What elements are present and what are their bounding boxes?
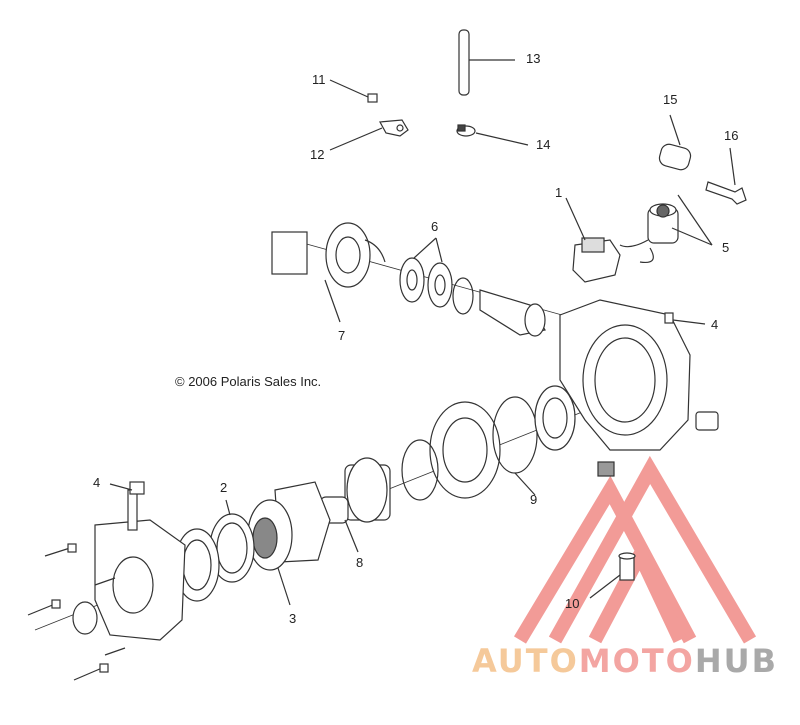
callout-12: 12 xyxy=(310,147,325,162)
part-8-cage xyxy=(319,439,439,553)
part-13-tube xyxy=(458,29,515,96)
part-1-actuator xyxy=(565,197,621,283)
part-14-clamp xyxy=(456,124,529,146)
main-housing xyxy=(559,299,719,451)
callout-9: 9 xyxy=(530,492,538,507)
callout-13: 13 xyxy=(526,51,541,66)
callout-6: 6 xyxy=(431,219,439,234)
callout-11: 11 xyxy=(312,72,326,87)
part-11-bolt xyxy=(329,79,378,103)
part-15-bushing xyxy=(658,114,692,171)
callout-8: 8 xyxy=(356,555,364,570)
callout-14: 14 xyxy=(536,137,551,152)
watermark-logo xyxy=(513,455,757,644)
part-16-bolt xyxy=(705,147,747,205)
callout-4-lower: 4 xyxy=(93,475,101,490)
part-12-bracket xyxy=(329,119,409,151)
part-5-reservoir xyxy=(619,194,713,264)
callout-2: 2 xyxy=(220,480,228,495)
part-10-plug xyxy=(589,461,636,599)
callout-10: 10 xyxy=(565,596,580,611)
part-4-screw-upper xyxy=(664,312,706,325)
left-screws xyxy=(27,543,126,681)
callout-4-upper: 4 xyxy=(711,317,719,332)
part-6-discs xyxy=(399,237,474,315)
part-9-gear xyxy=(429,385,576,499)
part-3-clutch xyxy=(247,481,331,606)
callout-7: 7 xyxy=(338,328,346,343)
brand-part-moto: MOTO xyxy=(578,642,695,680)
callout-16: 16 xyxy=(724,128,739,143)
callout-15: 15 xyxy=(663,92,678,107)
brand-part-hub: HUB xyxy=(694,642,779,680)
brand-part-auto: AUTO xyxy=(472,642,579,680)
callout-3: 3 xyxy=(289,611,297,626)
part-2-seals xyxy=(174,499,255,602)
callout-1: 1 xyxy=(555,185,563,200)
watermark-brand: AUTOMOTOHUB xyxy=(472,642,778,680)
left-cover xyxy=(72,481,186,641)
pinion-shaft xyxy=(479,289,546,337)
part-7-coil xyxy=(271,222,386,323)
copyright-text: © 2006 Polaris Sales Inc. xyxy=(175,374,322,389)
callout-5: 5 xyxy=(722,240,730,255)
